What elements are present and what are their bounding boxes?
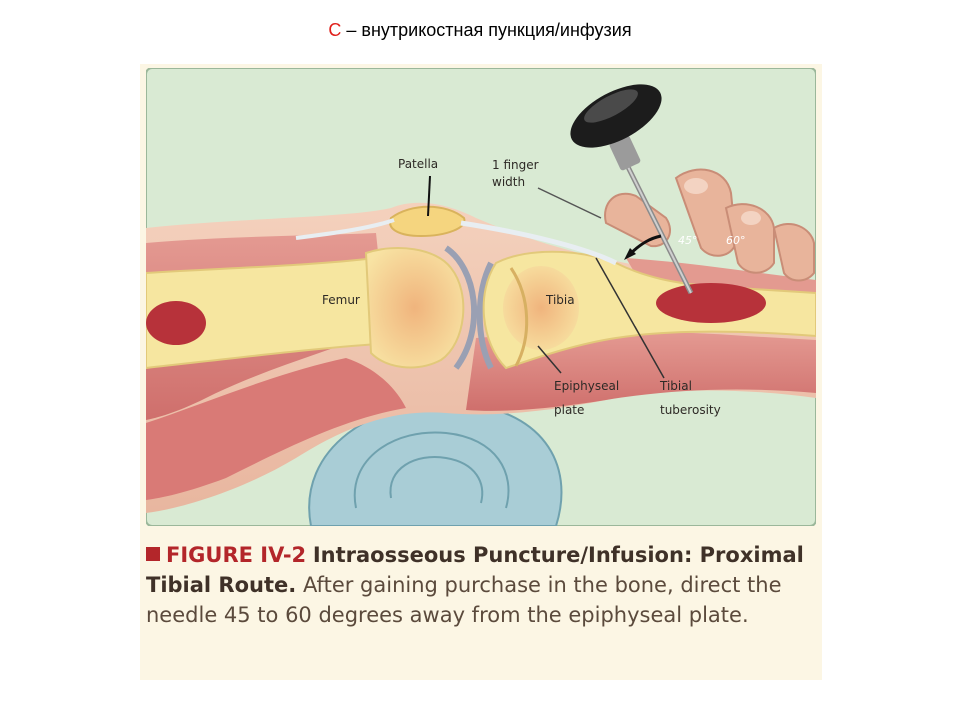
label-patella: Patella bbox=[398, 157, 438, 171]
tibial-tuberosity-leader bbox=[595, 257, 665, 379]
figure-panel: Patella 1 finger width Femur Tibia Epiph… bbox=[140, 64, 822, 680]
finger-width-leader bbox=[537, 187, 602, 219]
label-tibial-tuberosity-1: Tibial bbox=[659, 379, 692, 393]
patella bbox=[389, 205, 466, 238]
hand bbox=[604, 168, 815, 282]
knee-illustration: Patella 1 finger width Femur Tibia Epiph… bbox=[146, 68, 816, 526]
caption-body: After gaining purchase in the bone, dire… bbox=[146, 573, 782, 627]
tibial-vessel bbox=[656, 283, 766, 323]
needle-handle bbox=[570, 84, 662, 148]
label-angle-45: 45° bbox=[678, 234, 698, 247]
figure-caption: FIGURE IV-2 Intraosseous Puncture/Infusi… bbox=[146, 540, 816, 630]
slide-title-letter: С bbox=[328, 20, 342, 40]
patellar-tendon bbox=[460, 220, 618, 266]
patella-leader bbox=[427, 175, 431, 217]
angle-arrow-head bbox=[624, 248, 636, 260]
quad-tendon bbox=[295, 218, 395, 240]
label-tibial-tuberosity-2: tuberosity bbox=[660, 403, 721, 417]
epiphyseal-leader bbox=[537, 345, 562, 374]
rolled-towel bbox=[308, 401, 563, 526]
io-needle bbox=[570, 84, 694, 295]
caption-title: Intraosseous Puncture/Infusion: Proximal… bbox=[146, 543, 804, 597]
caption-marker-icon bbox=[146, 547, 160, 561]
slide-title: С – внутрикостная пункция/инфузия bbox=[0, 20, 960, 41]
label-tibia: Tibia bbox=[545, 293, 575, 307]
caption-figure-label: FIGURE IV-2 bbox=[166, 543, 307, 567]
tibia-marrow bbox=[503, 266, 579, 350]
label-finger-width-1: 1 finger bbox=[492, 158, 539, 172]
label-finger-width-2: width bbox=[492, 175, 525, 189]
lower-thigh-muscle bbox=[146, 358, 406, 500]
tibia-cartilage bbox=[476, 261, 494, 370]
femur-condyle bbox=[364, 247, 465, 369]
label-femur: Femur bbox=[322, 293, 360, 307]
label-angle-60: 60° bbox=[726, 234, 746, 247]
label-epiphyseal-1: Epiphyseal bbox=[554, 379, 619, 393]
epiphyseal-plate bbox=[509, 267, 529, 367]
slide-title-text: – внутрикостная пункция/инфузия bbox=[341, 20, 632, 40]
label-epiphyseal-2: plate bbox=[554, 403, 584, 417]
femoral-vessel bbox=[146, 301, 206, 345]
joint-space bbox=[444, 245, 478, 370]
